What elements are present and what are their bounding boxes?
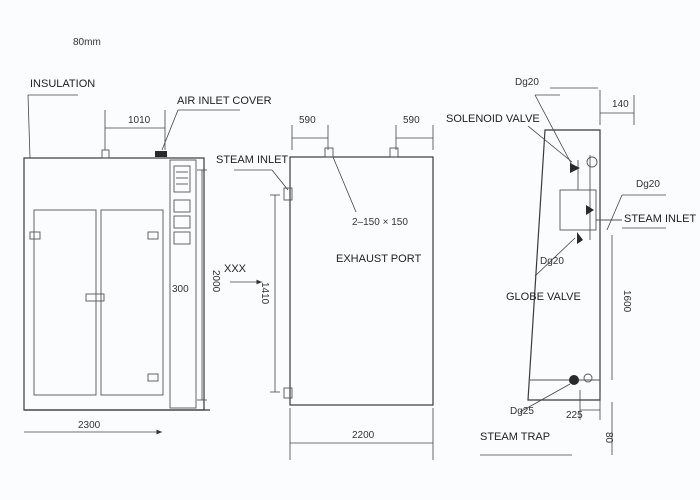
side-view: 590 590 STEAM INLET 2–150 × 150 EXHAUST …	[216, 115, 434, 460]
dg20-right: Dg20	[636, 179, 660, 190]
thickness-label: 80mm	[73, 37, 101, 48]
dg20-globe: Dg20	[540, 256, 564, 267]
hinge	[29, 231, 41, 240]
globe-valve-label: GLOBE VALVE	[506, 291, 581, 303]
dim-1010: 1010	[128, 115, 151, 126]
front-view: 80mm INSULATION 1010 AIR INLET COVER 230…	[23, 37, 272, 435]
dim-225: 225	[566, 410, 583, 421]
piping-view: Dg20 140 SOLENOID VALVE Dg20 STEAM INLET…	[446, 77, 696, 456]
steam-outlet-port	[283, 387, 293, 399]
exhaust-port-label: EXHAUST PORT	[336, 253, 421, 265]
exhaust-port	[389, 147, 399, 158]
exhaust-port	[324, 147, 334, 158]
hinge	[147, 373, 159, 382]
right-door	[100, 209, 164, 396]
view-marker: XXX	[224, 263, 247, 275]
steam-trap	[569, 375, 579, 385]
dim-1410: 1410	[259, 282, 270, 305]
pressure-gauge	[586, 156, 598, 168]
dim-300: 300	[172, 284, 189, 295]
steam-inlet-right-label: STEAM INLET	[624, 213, 696, 225]
dim-590-right: 590	[403, 115, 420, 126]
dim-80: 80	[603, 432, 614, 444]
dim-2300: 2300	[78, 420, 101, 431]
insulation-label: INSULATION	[30, 78, 95, 90]
dim-140: 140	[612, 99, 629, 110]
dim-1600: 1600	[621, 290, 632, 313]
door-handle	[85, 293, 105, 302]
control-panel	[169, 159, 197, 409]
dg25: Dg25	[510, 406, 534, 417]
dim-2200: 2200	[352, 430, 375, 441]
left-door	[33, 209, 97, 396]
steam-inlet-port	[283, 187, 293, 201]
side-cabinet-outline	[289, 156, 434, 406]
dim-590-left: 590	[299, 115, 316, 126]
piping-housing	[527, 129, 601, 401]
globe-valve	[577, 232, 583, 244]
air-inlet-cover-label: AIR INLET COVER	[177, 95, 272, 107]
dg20-top: Dg20	[515, 77, 539, 88]
solenoid-valve	[570, 163, 580, 173]
steam-trap-label: STEAM TRAP	[480, 431, 550, 443]
roof-vent	[101, 149, 110, 159]
port-size-label: 2–150 × 150	[352, 217, 408, 228]
steam-inlet-label: STEAM INLET	[216, 154, 288, 166]
air-inlet-cover	[155, 151, 167, 157]
solenoid-valve-label: SOLENOID VALVE	[446, 113, 540, 125]
dim-2000: 2000	[210, 270, 221, 293]
hinge	[147, 231, 159, 240]
